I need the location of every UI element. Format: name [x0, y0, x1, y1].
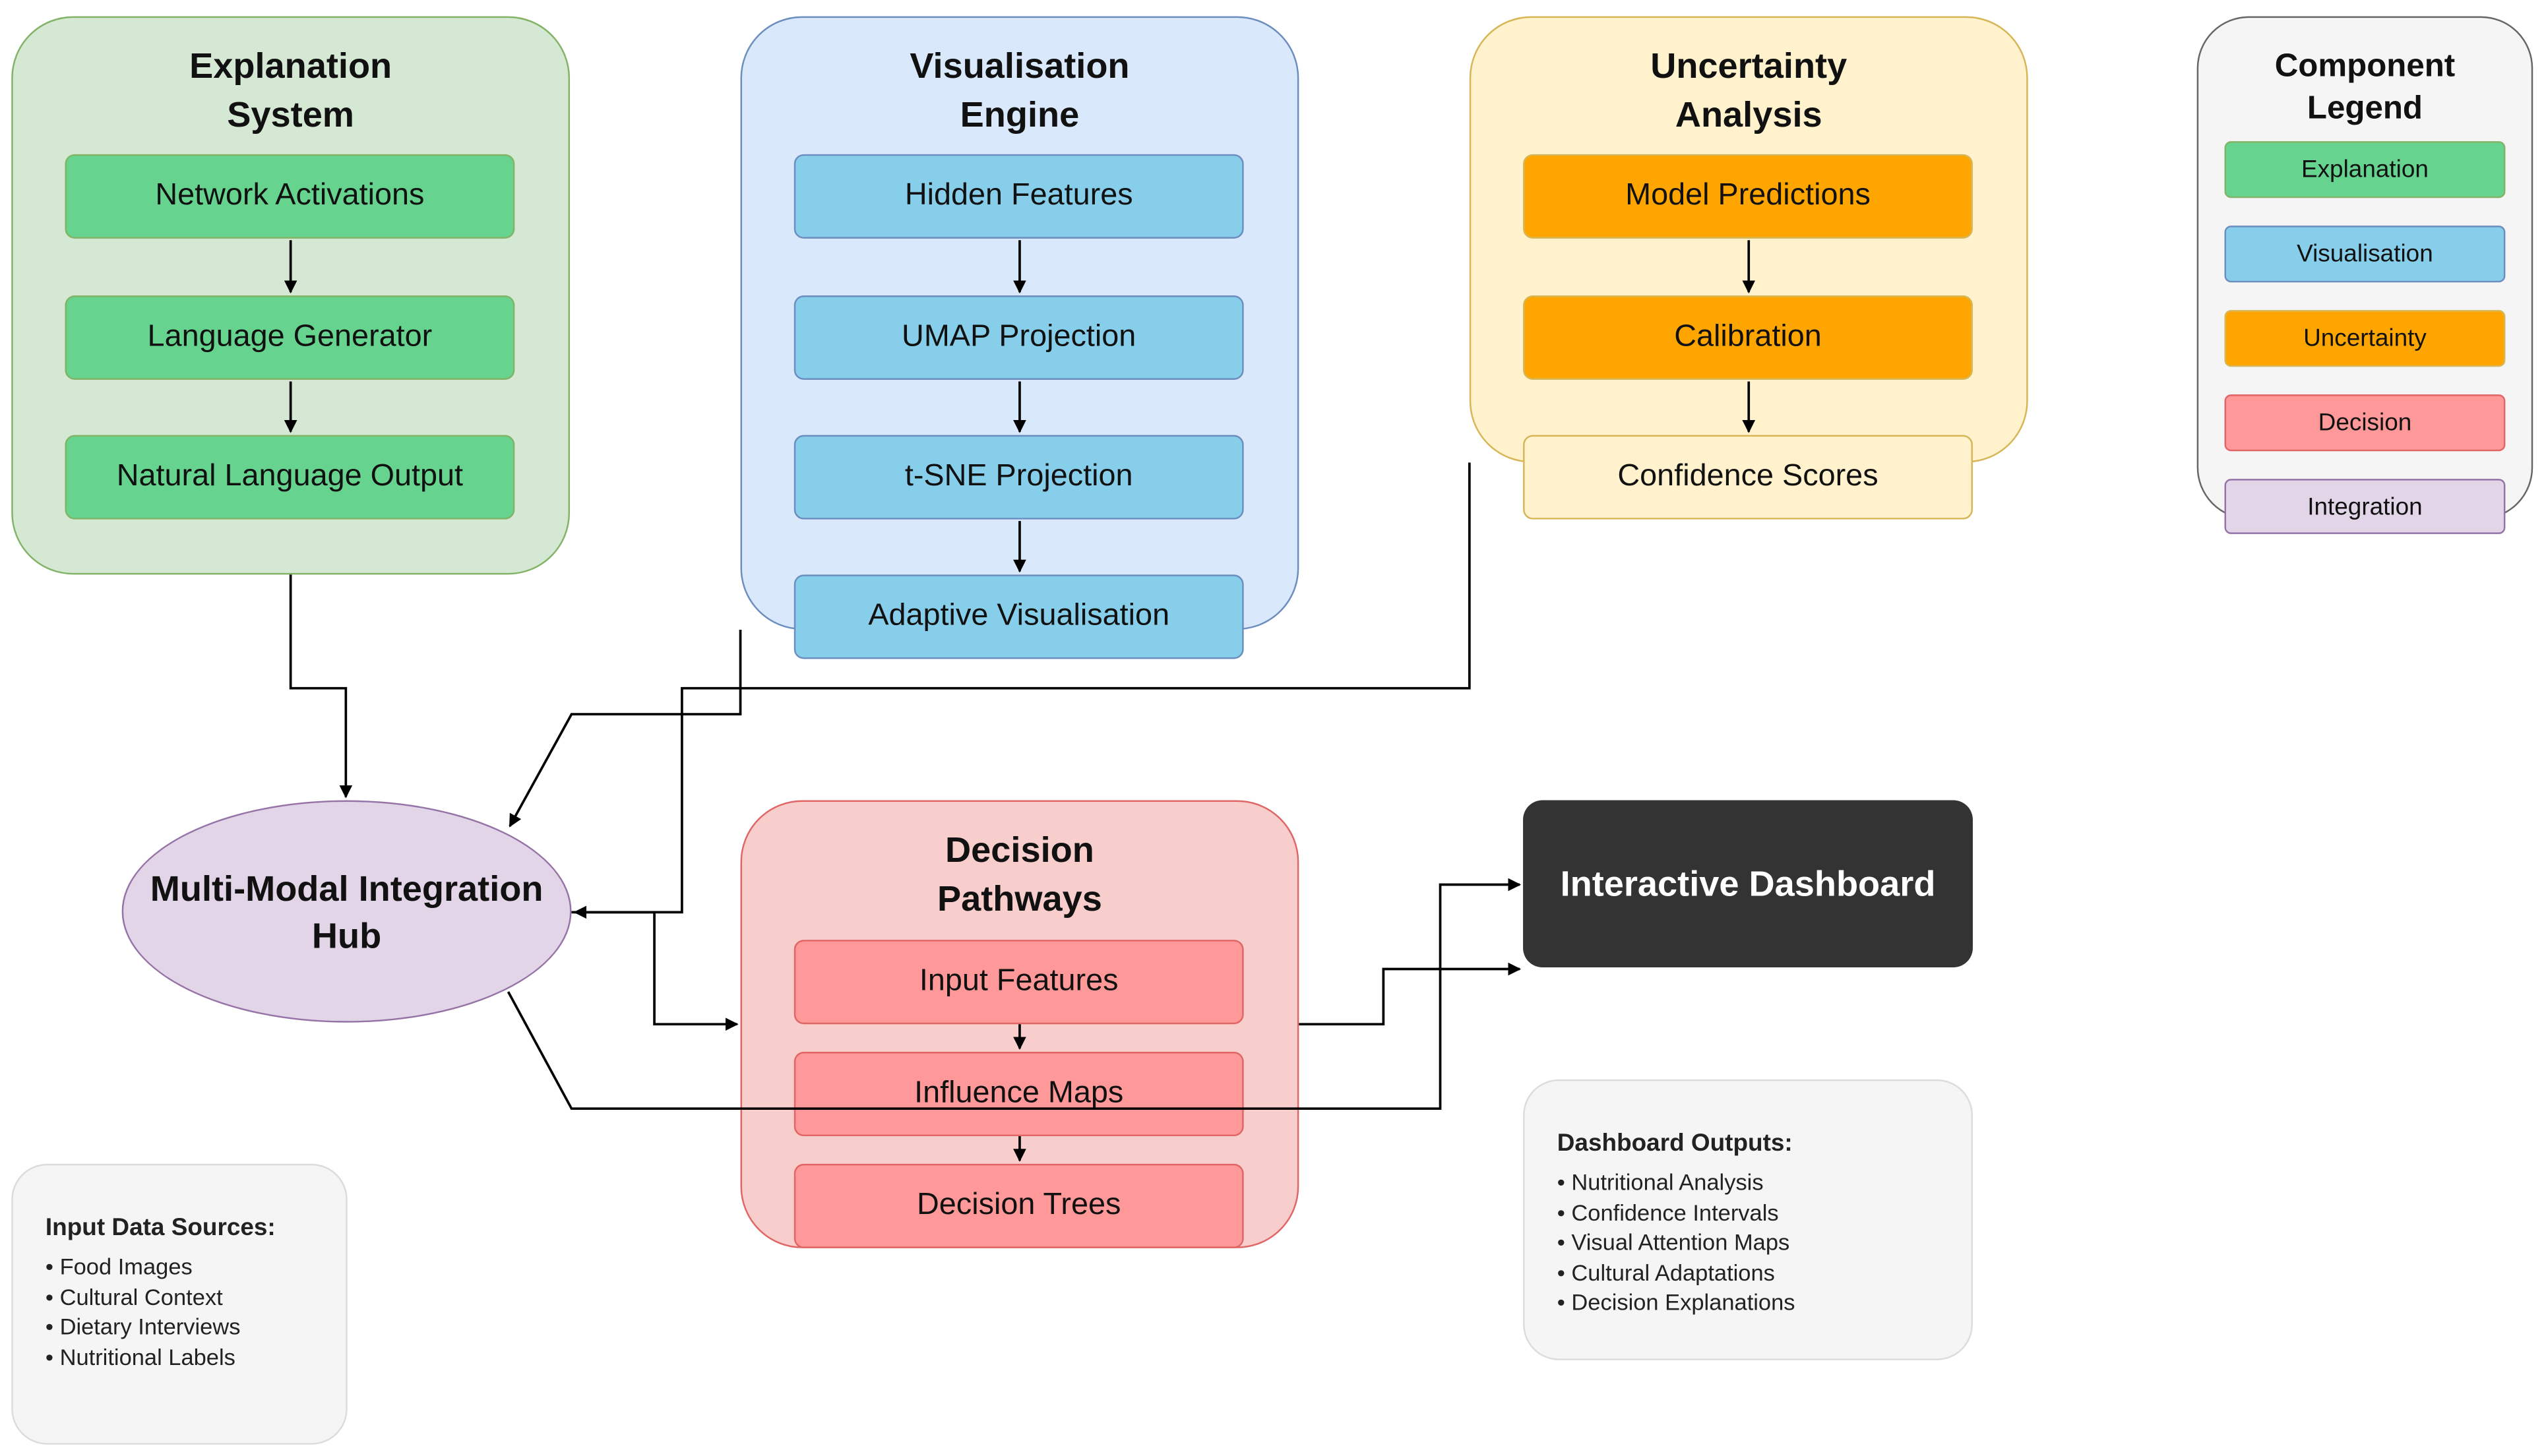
list-item: • Nutritional Labels [45, 1343, 235, 1370]
node-natural-language-output[interactable]: Natural Language Output [65, 435, 515, 520]
list-item: • Visual Attention Maps [1557, 1228, 1790, 1255]
legend-item-integration: Integration [2224, 479, 2506, 534]
list-item: • Cultural Context [45, 1283, 223, 1310]
node-input-features[interactable]: Input Features [793, 940, 1244, 1025]
decision-pathways-title: Decision Pathways [937, 829, 1102, 919]
node-decision-trees[interactable]: Decision Trees [793, 1163, 1244, 1248]
arrow-uncertainty-to-hub [573, 462, 1471, 919]
dashboard-outputs-list: • Nutritional Analysis • Confidence Inte… [1557, 1167, 1972, 1318]
arrow-hub-to-decision [571, 911, 739, 1031]
list-item: • Nutritional Analysis [1557, 1168, 1764, 1195]
node-umap-projection[interactable]: UMAP Projection [793, 295, 1244, 380]
legend-title: Component Legend [2274, 48, 2456, 127]
node-network-activations[interactable]: Network Activations [65, 154, 515, 239]
legend-item-uncertainty: Uncertainty [2224, 310, 2506, 367]
node-influence-maps[interactable]: Influence Maps [793, 1052, 1244, 1137]
legend-item-decision: Decision [2224, 394, 2506, 452]
input-data-sources-list: • Food Images • Cultural Context • Dieta… [46, 1252, 346, 1372]
arrow-visualisation-to-hub [509, 630, 742, 828]
list-item: • Cultural Adaptations [1557, 1258, 1775, 1285]
list-item: • Food Images [45, 1253, 193, 1279]
visualisation-engine-title: Visualisation Engine [910, 45, 1130, 135]
multi-modal-integration-hub[interactable]: Multi-Modal Integration Hub [121, 800, 572, 1023]
dashboard-outputs-note: Dashboard Outputs: • Nutritional Analysi… [1523, 1079, 1973, 1360]
node-confidence-scores[interactable]: Confidence Scores [1523, 435, 1973, 520]
list-item: • Dietary Interviews [45, 1313, 241, 1339]
legend-item-explanation: Explanation [2224, 141, 2506, 198]
node-calibration[interactable]: Calibration [1523, 295, 1973, 380]
list-item: • Decision Explanations [1557, 1289, 1795, 1315]
interactive-dashboard[interactable]: Interactive Dashboard [1523, 800, 1973, 968]
uncertainty-analysis-title: Uncertainty Analysis [1650, 45, 1847, 135]
arrow-explanation-to-hub [289, 574, 353, 799]
node-hidden-features[interactable]: Hidden Features [793, 154, 1244, 239]
node-model-predictions[interactable]: Model Predictions [1523, 154, 1973, 239]
input-data-sources-note: Input Data Sources: • Food Images • Cult… [11, 1163, 348, 1445]
dashboard-outputs-title: Dashboard Outputs: [1557, 1130, 1793, 1158]
list-item: • Confidence Intervals [1557, 1198, 1779, 1225]
legend-item-visualisation: Visualisation [2224, 226, 2506, 283]
node-language-generator[interactable]: Language Generator [65, 295, 515, 380]
node-adaptive-visualisation[interactable]: Adaptive Visualisation [793, 574, 1244, 659]
explanation-system-title: Explanation System [189, 45, 392, 135]
arrow-hub-to-dashboard [507, 878, 1522, 1110]
arrow-decision-to-dashboard [1299, 962, 1522, 1026]
node-tsne-projection[interactable]: t-SNE Projection [793, 435, 1244, 520]
input-data-sources-title: Input Data Sources: [45, 1214, 276, 1242]
